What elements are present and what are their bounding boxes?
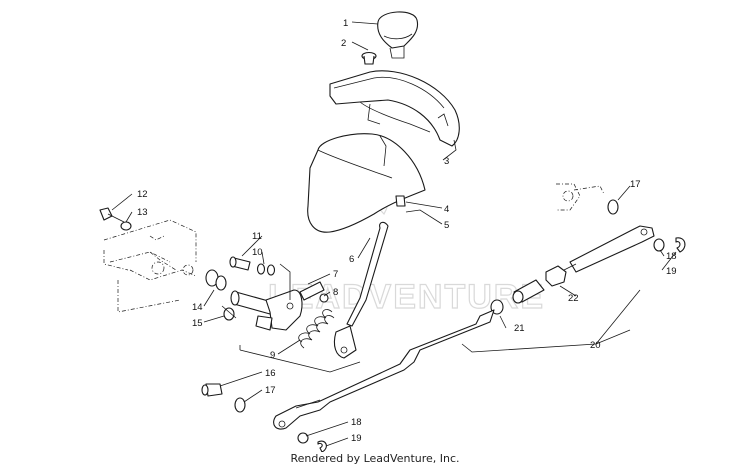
transmission-arm [556, 183, 605, 211]
upper-washer [653, 238, 665, 252]
shift-rod-upper [559, 225, 655, 273]
return-spring [298, 309, 335, 349]
shift-lever [333, 221, 389, 359]
callout-8: 8 [333, 287, 338, 298]
upper-clip [675, 237, 686, 253]
callout-5: 5 [444, 220, 449, 231]
mount-washer [120, 221, 132, 231]
callout-20: 20 [590, 340, 601, 351]
callout-2: 2 [341, 38, 346, 49]
lower-bushing [234, 397, 246, 413]
callout-16: 16 [265, 368, 276, 379]
callout-7: 7 [333, 269, 338, 280]
bracket-washer [223, 307, 235, 321]
callout-12: 12 [137, 189, 148, 200]
threaded-stud [229, 256, 251, 271]
upper-bushing [607, 199, 619, 215]
callout-3: 3 [444, 156, 449, 167]
callout-21: 21 [514, 323, 525, 334]
lower-clip [317, 440, 327, 452]
lever-sleeve [395, 195, 406, 207]
callout-19-lower: 19 [351, 433, 362, 444]
footer-credit: Rendered by LeadVenture, Inc. [290, 452, 460, 465]
lower-boot [307, 133, 426, 233]
callout-10: 10 [252, 247, 263, 258]
callout-19-upper: 19 [666, 266, 677, 277]
callout-13: 13 [137, 207, 148, 218]
upper-boot [329, 70, 460, 147]
shift-rod-lower [273, 309, 495, 430]
callout-22: 22 [568, 293, 579, 304]
chassis-frame [103, 219, 197, 313]
mount-bolt [99, 207, 125, 223]
adjuster-nut [545, 265, 567, 287]
bracket-washers [256, 263, 276, 276]
callout-1: 1 [343, 18, 348, 29]
callout-labels: 1 2 3 4 5 6 7 8 9 10 11 12 13 14 15 16 1… [137, 18, 677, 444]
o-rings [205, 269, 227, 291]
callout-9: 9 [270, 350, 275, 361]
lower-washer [297, 432, 309, 444]
lower-stud [201, 383, 223, 397]
callout-6: 6 [349, 254, 354, 265]
parts-diagram: LEADVENTURE [99, 11, 686, 452]
pin-clip [319, 293, 329, 303]
pivot-shaft-bracket [230, 289, 303, 331]
rod-coupler [512, 279, 545, 304]
knob-screw [361, 51, 377, 65]
callout-11: 11 [252, 231, 262, 242]
callout-18-lower: 18 [351, 417, 362, 428]
shift-knob [377, 11, 419, 59]
leader-lines [111, 21, 677, 447]
assembly-brackets [221, 263, 641, 373]
callout-18-upper: 18 [666, 251, 677, 262]
callout-15: 15 [192, 318, 203, 329]
callout-14: 14 [192, 302, 203, 313]
callout-17-lower: 17 [265, 385, 276, 396]
callout-17-upper: 17 [630, 179, 641, 190]
callout-4: 4 [444, 204, 449, 215]
pivot-pin [299, 281, 325, 301]
